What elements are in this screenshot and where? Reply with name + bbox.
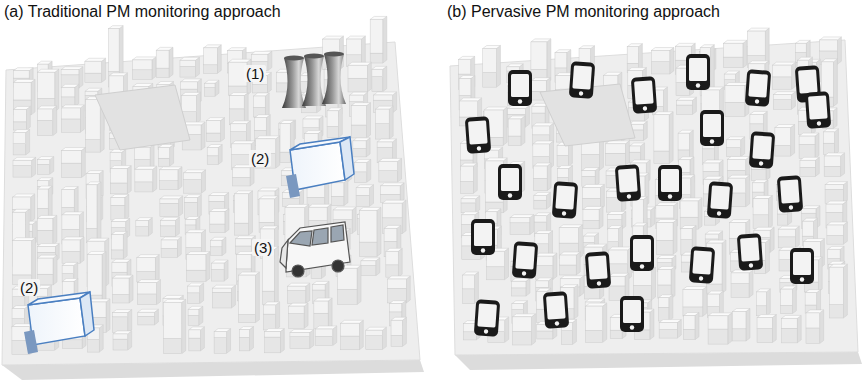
callout-number: (2) — [249, 150, 271, 167]
callout-number: (2) — [18, 279, 40, 296]
city-slab-right — [450, 40, 862, 370]
callout-number: (1) — [244, 65, 266, 82]
smartphones — [465, 54, 831, 337]
city-buildings — [12, 16, 847, 354]
callout-number: (3) — [252, 239, 274, 256]
panel-title: (b) Pervasive PM monitoring approach — [447, 3, 720, 21]
city-slab-left — [2, 42, 424, 380]
monitoring-station — [286, 137, 354, 198]
plaza — [95, 84, 635, 150]
cooling-towers — [282, 52, 346, 109]
monitoring-station — [24, 292, 94, 354]
monitoring-van — [280, 222, 350, 277]
panel-title: (a) Traditional PM monitoring approach — [4, 3, 281, 21]
